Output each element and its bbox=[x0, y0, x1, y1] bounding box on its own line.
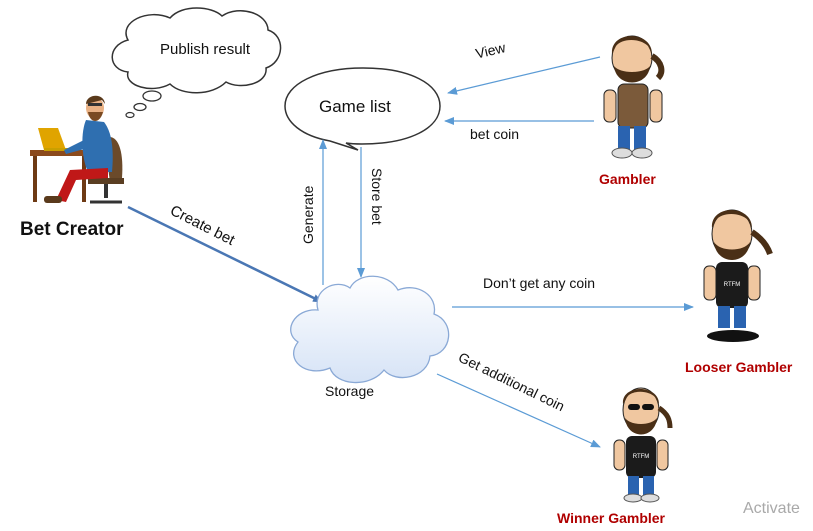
store-bet-edge-label: Store bet bbox=[369, 168, 385, 225]
winner-gambler-illustration: RTFM bbox=[613, 387, 673, 503]
storage-cloud bbox=[290, 275, 450, 384]
svg-text:RTFM: RTFM bbox=[633, 454, 650, 460]
activate-watermark: Activate bbox=[743, 500, 800, 517]
bet-creator-illustration bbox=[30, 95, 124, 204]
game-list-label: Game list bbox=[319, 97, 391, 116]
publish-result-label: Publish result bbox=[160, 41, 251, 58]
generate-edge-label: Generate bbox=[300, 185, 316, 244]
additional-coin-arrow bbox=[436, 373, 601, 448]
gambler-label: Gambler bbox=[599, 171, 656, 187]
winner-gambler-label: Winner Gambler bbox=[557, 510, 666, 526]
bet-coin-edge-label: bet coin bbox=[470, 126, 520, 142]
view-arrow bbox=[447, 56, 601, 95]
svg-text:RTFM: RTFM bbox=[724, 282, 741, 288]
create-bet-arrow bbox=[127, 205, 323, 304]
gambler-illustration bbox=[603, 35, 665, 159]
looser-gambler-illustration: RTFM bbox=[703, 209, 773, 342]
storage-label: Storage bbox=[325, 383, 375, 399]
bet-creator-label: Bet Creator bbox=[20, 219, 124, 240]
publish-result-thought-bubble bbox=[111, 7, 282, 119]
game-list-speech-bubble bbox=[284, 67, 441, 151]
looser-gambler-label: Looser Gambler bbox=[685, 359, 793, 375]
no-coin-edge-label: Don’t get any coin bbox=[483, 275, 596, 291]
